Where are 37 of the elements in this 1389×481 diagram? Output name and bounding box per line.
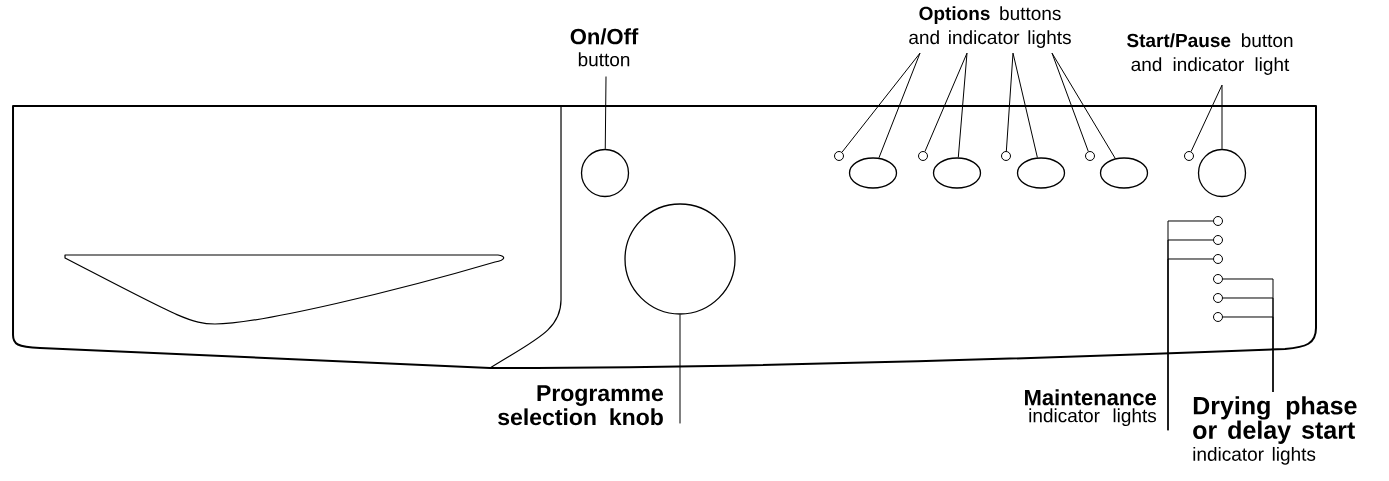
indicator-light	[1213, 274, 1223, 284]
leader-line	[1012, 52, 1038, 158]
indicator-light	[1001, 151, 1011, 161]
leader-line	[957, 52, 968, 158]
leader-line	[878, 52, 921, 159]
indicator-light	[834, 151, 844, 161]
leader-line	[1190, 84, 1223, 152]
leader-line	[1222, 316, 1274, 393]
indicator-light	[1213, 235, 1223, 245]
oval-button	[848, 157, 898, 189]
callout-label: Drying phase or delay start indicator lights	[1193, 396, 1357, 465]
leader-line	[1051, 52, 1089, 152]
leader-line	[604, 76, 607, 150]
indicator-light	[1213, 216, 1223, 226]
indicator-light	[918, 151, 928, 161]
round-button	[580, 148, 630, 198]
round-button	[1197, 148, 1247, 198]
callout-label: On/Off button	[570, 28, 639, 67]
indicator-light	[1184, 151, 1194, 161]
oval-button	[1016, 157, 1066, 189]
indicator-light	[1213, 254, 1223, 264]
leader-line	[1221, 84, 1223, 150]
oval-button	[1099, 157, 1149, 189]
callout-label: Start/Pause button and indicator light	[1127, 33, 1293, 75]
selection-knob	[624, 203, 736, 315]
indicator-light	[1085, 151, 1095, 161]
leader-line	[1005, 52, 1014, 152]
callout-label: Options buttons and indicator lights	[909, 6, 1071, 48]
leader-line	[841, 52, 921, 153]
indicator-light	[1213, 293, 1223, 303]
oval-button	[932, 157, 982, 189]
leader-line	[1051, 52, 1116, 159]
indicator-light	[1213, 312, 1223, 322]
callout-label: Maintenance indicator lights	[1025, 389, 1157, 427]
leader-line	[924, 52, 968, 152]
callout-label: Programme selection knob	[498, 385, 663, 426]
leader-line	[679, 314, 681, 424]
